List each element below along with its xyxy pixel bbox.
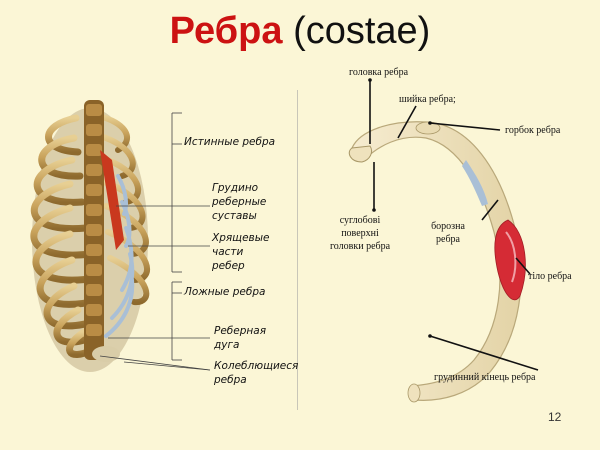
label-articular-surfaces-line2: поверхні [341,228,379,239]
label-articular-surfaces-line1: суглобові [339,215,381,226]
title-russian: Ребра [169,10,283,52]
right-leader-dots [368,78,432,338]
label-costal-groove: борозна ребра [424,220,472,246]
label-rib-head: головка ребра [349,67,409,78]
label-rib-tubercle: горбок ребра [505,125,561,136]
label-rib-neck: шийка ребра; [399,94,456,105]
label-true-ribs: Истинные ребра [184,136,276,148]
rib-cage-illustration [30,100,150,372]
label-costal-cartilages-line2: части [212,246,244,258]
title-latin: (costae) [293,10,431,52]
label-floating-ribs-line1: Колеблющиеся [214,360,299,372]
panel-divider [297,90,298,410]
right-leader-lines [369,80,539,371]
slide-title: Ребра (costae) [0,6,600,56]
label-false-ribs: Ложные ребра [184,286,266,298]
label-costal-arch-line1: Реберная [214,325,267,337]
label-sternal-end: грудинний кінець ребра [434,372,536,383]
label-floating-ribs-line2: ребра [214,374,247,386]
label-articular-surfaces: суглобові поверхні головки ребра [318,214,402,253]
label-sternocostal-joints-line3: суставы [212,210,257,222]
label-costal-cartilages-line3: ребер [212,260,245,272]
label-articular-surfaces-line3: головки ребра [329,241,391,252]
label-rib-body: тіло ребра [528,271,572,282]
slide-page-number: 12 [548,410,562,424]
label-sternocostal-joints-line2: реберные [212,196,267,208]
single-rib-illustration [348,121,526,403]
label-costal-cartilages-line1: Хрящевые [212,232,270,244]
label-costal-groove-line1: борозна [431,221,465,232]
label-costal-groove-line2: ребра [436,234,460,245]
left-leader-lines [99,112,211,371]
label-sternocostal-joints-line1: Грудино [212,182,259,194]
label-costal-arch-line2: дуга [214,339,240,351]
